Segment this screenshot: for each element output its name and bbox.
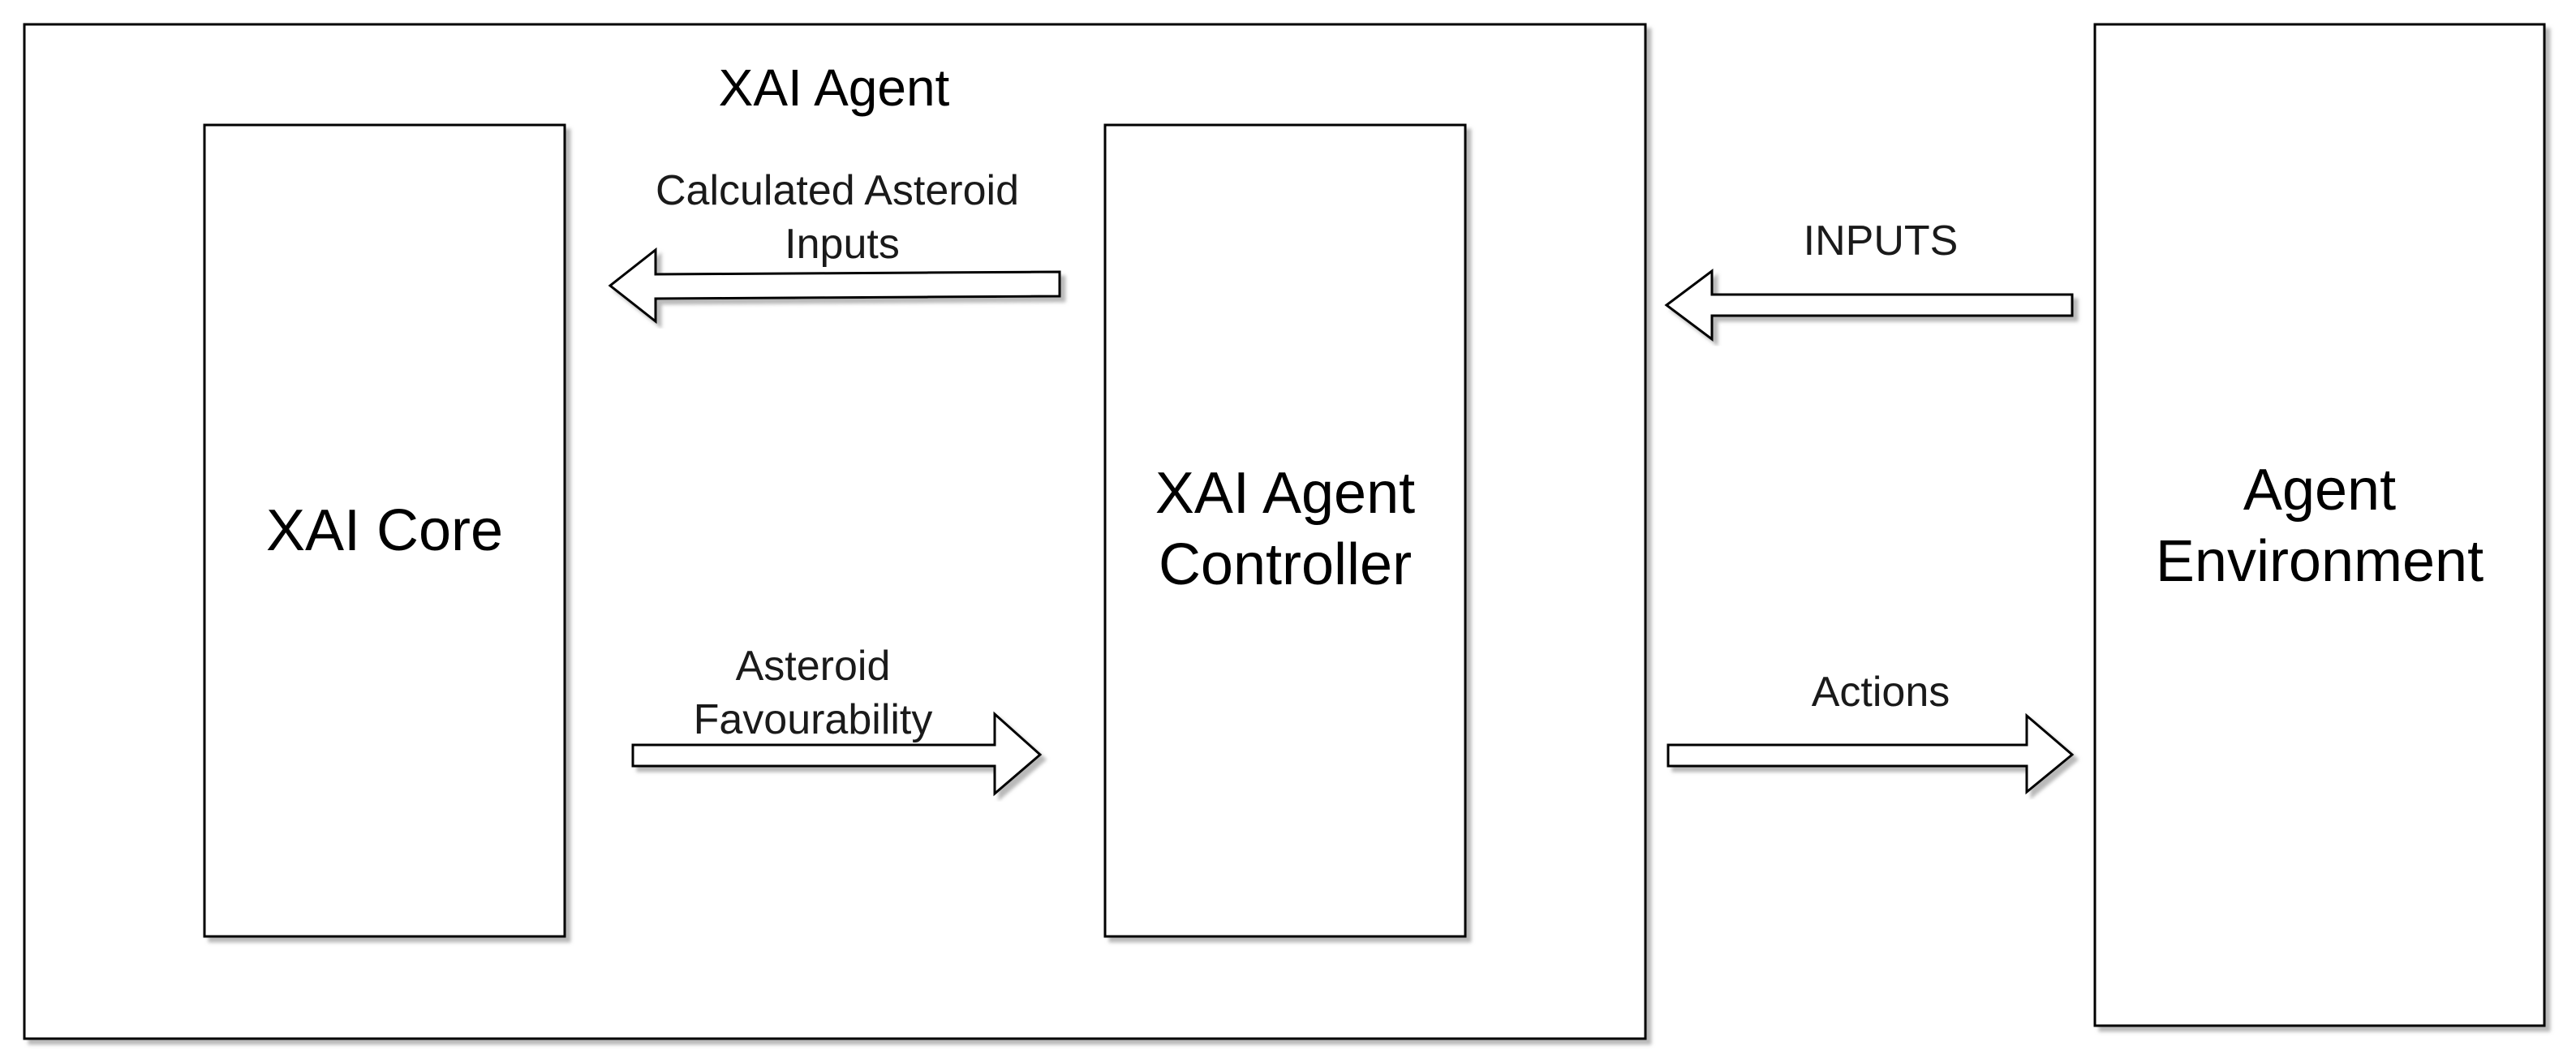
favourability-label-line2: Favourability — [694, 696, 933, 743]
xai-agent-title: XAI Agent — [719, 58, 950, 117]
controller-label-line1: XAI Agent — [1155, 461, 1415, 526]
favourability-arrow — [631, 711, 1043, 797]
environment-label-line2: Environment — [2156, 529, 2484, 594]
controller-label-line2: Controller — [1159, 532, 1412, 597]
favourability-label-line1: Asteroid — [736, 643, 891, 690]
inputs-label: INPUTS — [1804, 217, 1959, 265]
agent-environment-box — [2093, 23, 2546, 1027]
calculated-inputs-label-line1: Calculated Asteroid — [656, 167, 1019, 214]
xai-agent-controller-box — [1103, 123, 1467, 938]
actions-label: Actions — [1812, 669, 1950, 716]
inputs-arrow — [1664, 269, 2074, 342]
environment-label-line1: Agent — [2243, 458, 2396, 523]
actions-arrow — [1666, 712, 2075, 795]
xai-core-label: XAI Core — [266, 498, 503, 563]
calculated-inputs-label-line2: Inputs — [785, 221, 900, 268]
xai-core-box — [203, 123, 566, 938]
calculated-inputs-arrow — [608, 247, 1061, 325]
